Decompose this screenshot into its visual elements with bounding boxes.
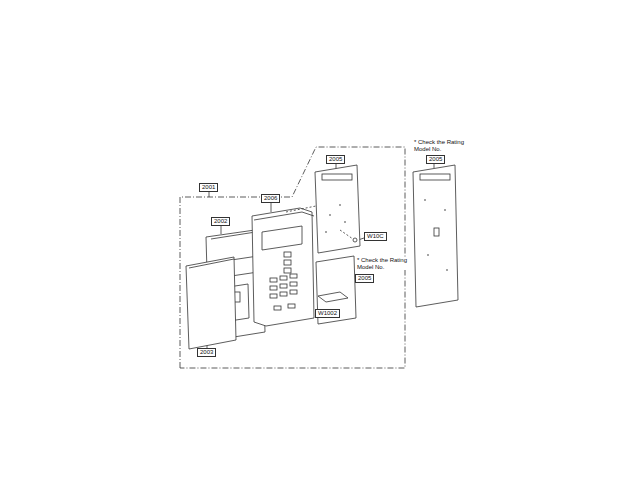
assembly-line xyxy=(340,230,353,239)
callout-number: 2005 xyxy=(326,155,345,164)
callout-number: 2002 xyxy=(211,217,230,226)
housing-edge xyxy=(254,212,314,220)
pcb xyxy=(315,165,360,253)
pcb-parts xyxy=(424,199,448,271)
display-opening xyxy=(262,226,302,250)
leader-line xyxy=(434,163,435,168)
pcb-connector xyxy=(420,174,450,180)
callout-number: 2006 xyxy=(261,194,280,203)
callout-number: 2003 xyxy=(197,348,216,357)
note-text: * Check the Rating Model No. xyxy=(414,139,466,152)
leader-line xyxy=(209,191,210,197)
front-plate-edge xyxy=(189,259,234,268)
membrane-sheet xyxy=(316,256,356,324)
pcb-part xyxy=(434,228,439,236)
assembly-line xyxy=(286,206,316,212)
screw xyxy=(353,238,357,242)
callout-number: W10C xyxy=(364,232,387,241)
callout-number: W1002 xyxy=(315,309,340,318)
callout-number: 2005 xyxy=(426,155,445,164)
keypad xyxy=(270,252,297,310)
callout-number: 2005 xyxy=(355,274,374,283)
note-text: * Check the Rating Model No. xyxy=(357,257,409,270)
pcb-parts xyxy=(325,204,346,233)
leader-line xyxy=(221,225,222,234)
pcb-connector xyxy=(322,174,352,180)
small-part xyxy=(318,292,348,302)
leader-line xyxy=(271,202,272,212)
control-housing xyxy=(252,208,314,326)
pcb xyxy=(413,165,458,307)
callout-number: 2001 xyxy=(199,183,218,192)
front-plate xyxy=(186,257,236,349)
